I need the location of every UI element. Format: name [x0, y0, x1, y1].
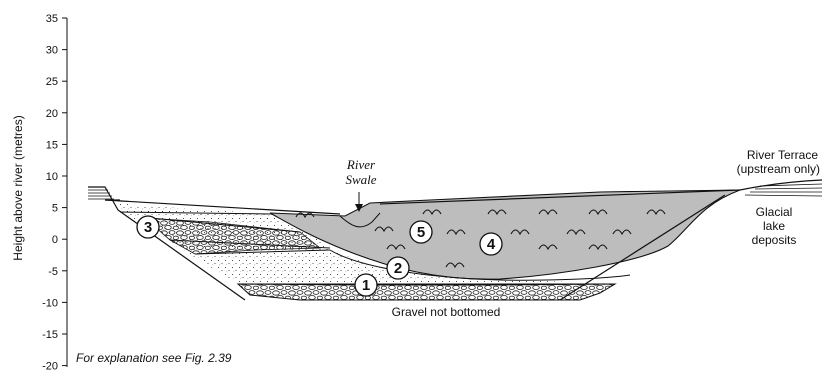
svg-text:3: 3	[144, 219, 152, 236]
river-swale-label-line1: River	[346, 157, 376, 172]
y-axis-title: Height above river (metres)	[11, 115, 25, 260]
y-tick-label: -20	[42, 361, 58, 373]
glacial-label-line2: lake	[763, 219, 785, 233]
svg-text:5: 5	[417, 224, 425, 241]
river-swale-label-line2: Swale	[345, 172, 376, 187]
y-tick-label: -10	[42, 297, 58, 309]
svg-text:4: 4	[487, 236, 496, 253]
glacial-label-line1: Glacial	[756, 205, 793, 219]
river-terrace-label-line2: (upstream only)	[737, 162, 820, 176]
river-terrace-label-line1: River Terrace	[747, 148, 818, 162]
y-tick-label: -15	[42, 329, 58, 341]
right-terrace-hatch	[745, 184, 822, 196]
y-tick-label: 25	[46, 76, 58, 88]
unit-1-gravel-layer	[238, 284, 615, 300]
gravel-note: Gravel not bottomed	[392, 305, 501, 319]
unit-marker-3: 3	[137, 216, 159, 238]
explanation-note: For explanation see Fig. 2.39	[76, 351, 232, 365]
y-tick-label: 5	[52, 203, 58, 215]
left-terrace-hatch	[88, 190, 114, 199]
y-tick-label: -5	[48, 266, 58, 278]
y-tick-label: 0	[52, 234, 58, 246]
y-tick-label: 20	[46, 108, 58, 120]
svg-text:1: 1	[362, 277, 370, 294]
y-axis: 35 30 25 20 15 10 5 0 -5 -10 -15 -20	[42, 13, 67, 373]
svg-text:2: 2	[394, 260, 402, 277]
unit-marker-2: 2	[387, 257, 409, 279]
y-tick-label: 35	[46, 13, 58, 25]
unit-marker-1: 1	[355, 274, 377, 296]
glacial-label-line3: deposits	[752, 233, 797, 247]
unit-marker-5: 5	[410, 221, 432, 243]
unit-marker-4: 4	[480, 233, 502, 255]
y-tick-label: 15	[46, 139, 58, 151]
y-tick-label: 30	[46, 45, 58, 57]
y-tick-label: 10	[46, 171, 58, 183]
